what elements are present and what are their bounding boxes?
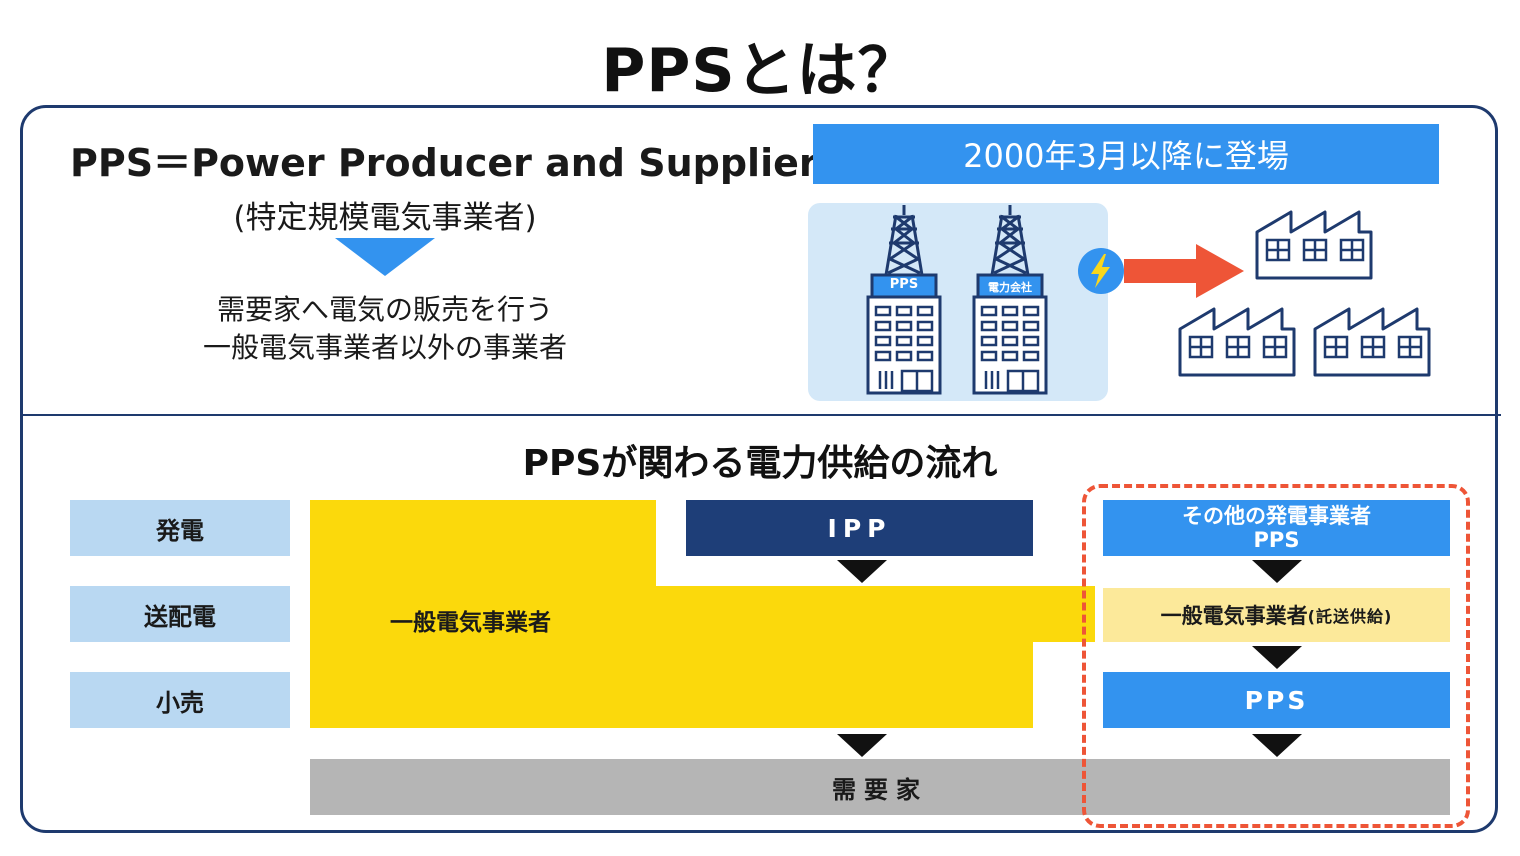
pps-building-icon xyxy=(866,205,942,395)
transmission-label: 一般電気事業者 xyxy=(1160,604,1308,628)
pps-japanese-name: (特定規模電気事業者) xyxy=(233,200,537,236)
down-triangle-icon xyxy=(335,238,435,276)
factory-icon xyxy=(1313,307,1431,377)
flow-title: PPSが関わる電力供給の流れ xyxy=(522,443,998,484)
pps-description-line2: 一般電気事業者以外の事業者 xyxy=(202,331,567,364)
pps-description-line1: 需要家へ電気の販売を行う xyxy=(216,293,553,326)
power-company-building-icon xyxy=(972,205,1048,395)
lightning-icon xyxy=(1078,248,1124,294)
ipp-box: IPP xyxy=(686,500,1033,556)
utility-block xyxy=(310,500,1095,728)
down-arrow-icon xyxy=(1252,560,1302,583)
retail-pps-box: PPS xyxy=(1103,672,1450,728)
content-frame xyxy=(20,105,1498,833)
down-arrow-icon xyxy=(1252,734,1302,757)
consumer-box: 需要家 xyxy=(310,759,1450,815)
factory-icon xyxy=(1255,210,1373,280)
stage-generation: 発電 xyxy=(70,500,290,556)
other-generators-box: その他の発電事業者 PPS xyxy=(1103,500,1450,556)
pps-highlight-border xyxy=(1082,484,1470,828)
arrow-right-icon xyxy=(1124,244,1244,298)
pps-definition: PPS＝Power Producer and Supplier xyxy=(70,141,818,185)
transmission-box: 一般電気事業者 (託送供給) xyxy=(1103,588,1450,642)
page-title: PPSとは？ xyxy=(601,36,919,106)
other-generators-pps-label: PPS xyxy=(1253,528,1300,552)
transmission-note: (託送供給) xyxy=(1307,607,1393,626)
power-company-building-label: 電力会社 xyxy=(988,281,1032,294)
factory-icon xyxy=(1178,307,1296,377)
down-arrow-icon xyxy=(1252,646,1302,669)
down-arrow-icon xyxy=(837,560,887,583)
section-divider xyxy=(20,414,1501,416)
general-utility-label: 一般電気事業者 xyxy=(390,610,551,636)
stage-retail: 小売 xyxy=(70,672,290,728)
stage-transmission: 送配電 xyxy=(70,586,290,642)
down-arrow-icon xyxy=(837,734,887,757)
since-banner: 2000年3月以降に登場 xyxy=(813,124,1439,184)
other-generators-label: その他の発電事業者 xyxy=(1182,504,1371,528)
pps-building-label: PPS xyxy=(889,277,919,292)
buildings-panel xyxy=(808,203,1108,401)
